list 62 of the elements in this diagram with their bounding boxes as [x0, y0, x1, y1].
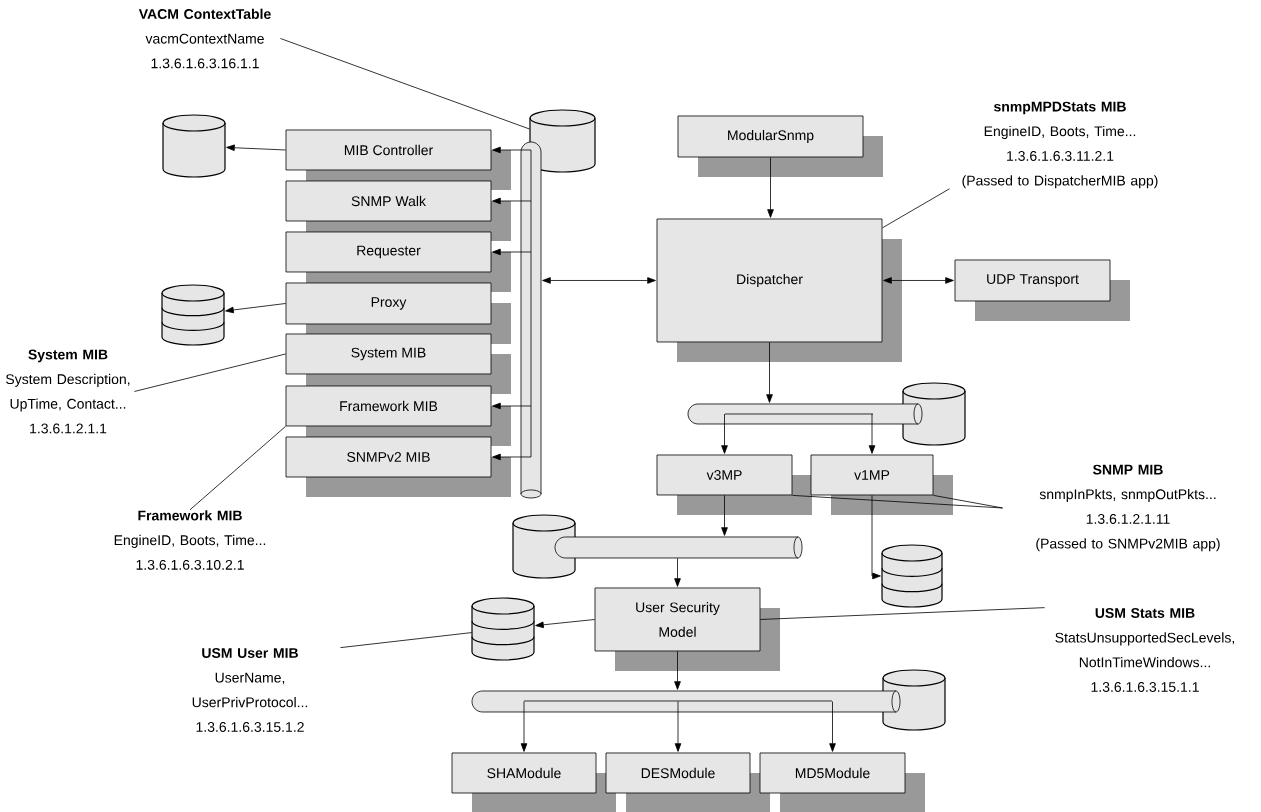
arrow [674, 701, 682, 752]
arrow [883, 277, 954, 284]
database-stack [471, 597, 535, 661]
annotation: snmpMPDStats MIB EngineID, Boots, Time... 1.3.6.1.6.3.11.2.1 (Passed to DispatcherMIB app) [962, 101, 1158, 189]
arrow [766, 342, 773, 403]
annotation: System MIB System Description, UpTime, Contact... 1.3.6.1.2.1.1 [6, 349, 130, 434]
database-cylinder [162, 114, 226, 178]
arrow [829, 701, 836, 752]
process-box: System MIB [285, 333, 492, 375]
leader-line [760, 607, 1045, 620]
arrow [542, 277, 656, 284]
process-box: SNMPv2 MIB [285, 436, 492, 478]
process-box: DESModule [605, 752, 751, 794]
database-cylinder [882, 669, 946, 731]
database-stack [161, 284, 225, 346]
arrow [535, 619, 595, 629]
process-box: SHAModule [451, 752, 597, 794]
process-box: MD5Module [759, 752, 906, 794]
leader-line [933, 495, 1003, 509]
arrow [225, 303, 286, 314]
bus-pipe [520, 141, 542, 499]
process-box: Framework MIB [285, 385, 492, 427]
arrow [492, 197, 532, 205]
arrow [520, 701, 528, 752]
process-box: Proxy [285, 282, 492, 325]
database-cylinder [529, 109, 596, 173]
arrow [492, 402, 532, 410]
annotation: USM User MIB UserName, UserPrivProtocol... 1.3.6.1.6.3.15.1.2 [192, 648, 308, 732]
leader-line [792, 495, 1003, 509]
process-box: SNMP Walk [285, 180, 492, 222]
leader-line [280, 38, 530, 130]
arrow [767, 157, 774, 218]
process-box: ModularSnmp [677, 115, 864, 158]
arrow [721, 413, 728, 454]
leader-line [340, 632, 472, 649]
arrow [492, 453, 532, 461]
leader-line [189, 426, 286, 511]
process-box: UDP Transport [954, 259, 1111, 302]
arrow [674, 558, 681, 587]
arrow [721, 495, 728, 536]
process-box: MIB Controller [285, 129, 492, 171]
arrow [492, 146, 532, 154]
process-box: v1MP [810, 454, 934, 496]
arrow [492, 248, 532, 256]
leader-line [882, 188, 950, 229]
process-box: Requester [285, 231, 492, 273]
arrow [674, 651, 681, 690]
annotation: Framework MIB EngineID, Boots, Time... 1.3.6.1.6.3.10.2.1 [114, 510, 266, 570]
arrow [868, 413, 876, 454]
annotation: VACM ContextTable vacmContextName 1.3.6.1.6.3.16.1.1 [138, 8, 271, 69]
arrow [226, 144, 286, 151]
process-box: Dispatcher [656, 218, 883, 343]
bus-pipe [554, 536, 803, 559]
leader-line [134, 353, 286, 392]
annotation: SNMP MIB snmpInPkts, snmpOutPkts... 1.3.6.1.2.1.11 (Passed to SNMPv2MIB app) [1036, 464, 1220, 552]
annotation: USM Stats MIB StatsUnsupportedSecLevels, NotInTimeWindows... 1.3.6.1.6.3.15.1.1 [1055, 608, 1234, 692]
process-box: v3MP [656, 454, 793, 496]
bus-pipe [471, 690, 901, 713]
bus-pipe [687, 403, 923, 425]
process-box: User Security Model [594, 587, 761, 652]
database-stack [881, 544, 943, 608]
arrow [871, 495, 881, 580]
